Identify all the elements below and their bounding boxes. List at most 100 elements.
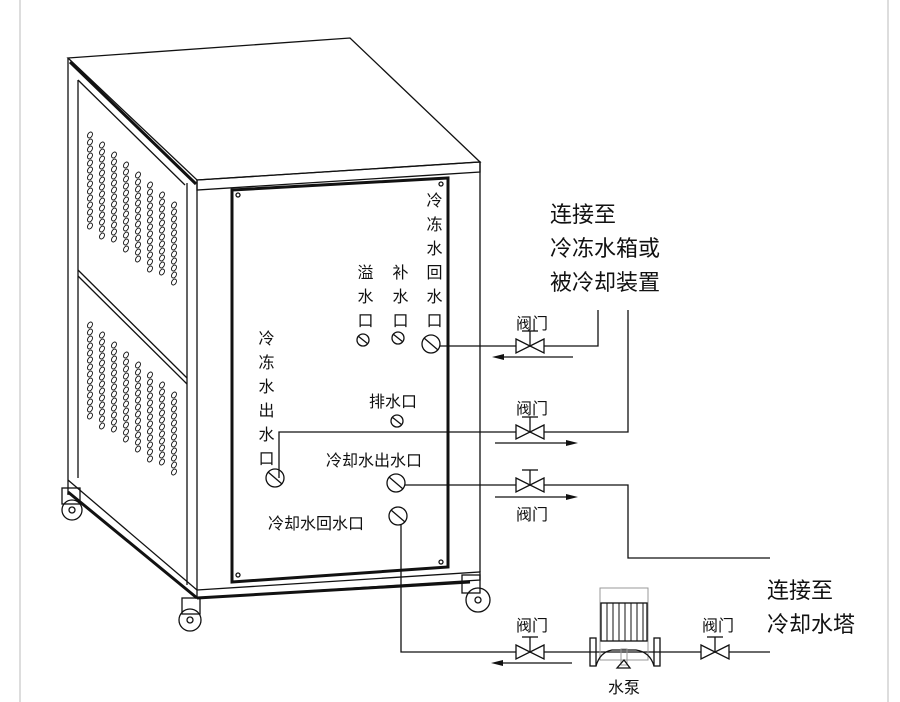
vent-slot <box>123 231 129 239</box>
vent-slot <box>87 412 93 420</box>
vent-slot <box>147 265 153 273</box>
vent-slot <box>135 213 141 221</box>
arrow-right-icon <box>566 440 578 446</box>
vent-slot <box>123 435 129 443</box>
vent-slot <box>171 454 177 462</box>
vent-slot <box>99 211 105 219</box>
arrow-left-icon <box>491 660 503 666</box>
vent-slot <box>147 195 153 203</box>
vent-slot <box>159 261 165 269</box>
vent-slot <box>99 218 105 226</box>
vent-slot <box>111 362 117 370</box>
vent-slot <box>87 201 93 209</box>
vent-slot <box>87 398 93 406</box>
vent-slot <box>147 455 153 463</box>
vent-slot <box>171 433 177 441</box>
vent-slot <box>111 348 117 356</box>
vent-slot <box>123 372 129 380</box>
vent-slot <box>159 458 165 466</box>
vent-slot <box>123 161 129 169</box>
vent-slot <box>99 148 105 156</box>
label-pump: 水泵 <box>608 678 640 697</box>
vent-slot <box>87 166 93 174</box>
caster-wheel <box>461 574 491 613</box>
vent-slot <box>135 375 141 383</box>
vent-slot <box>111 397 117 405</box>
vent-slot <box>159 198 165 206</box>
vent-slot <box>171 229 177 237</box>
vent-slot <box>123 182 129 190</box>
vent-slot <box>147 448 153 456</box>
vent-slot <box>123 400 129 408</box>
vent-slot <box>159 437 165 445</box>
vent-slot <box>159 416 165 424</box>
vent-slot <box>135 255 141 263</box>
vent-slot <box>87 405 93 413</box>
port-chilled-supply-icon <box>265 468 285 488</box>
vent-slot <box>111 193 117 201</box>
vent-slot <box>87 321 93 329</box>
vent-slot <box>99 338 105 346</box>
caster-wheel <box>178 597 202 632</box>
screw-icon <box>235 192 241 198</box>
vent-slot <box>171 419 177 427</box>
pipe-chilled-return <box>440 310 599 347</box>
valve-icon <box>515 416 545 441</box>
port-cooling-out-icon <box>386 473 406 493</box>
vent-slot <box>87 180 93 188</box>
vent-slot <box>135 368 141 376</box>
vent-slot <box>111 158 117 166</box>
vent-slot <box>111 151 117 159</box>
vent-slot <box>123 168 129 176</box>
connect-chilled-line-1: 连接至 <box>550 203 616 228</box>
vent-slot <box>123 379 129 387</box>
vent-slot <box>171 440 177 448</box>
vent-slot <box>111 186 117 194</box>
vent-slot <box>87 328 93 336</box>
vent-slot <box>147 202 153 210</box>
pipe-cooling-return <box>400 525 770 653</box>
vent-slot <box>99 176 105 184</box>
port-cooling-return-icon <box>388 506 408 526</box>
vent-slot <box>147 181 153 189</box>
vent-slot <box>99 225 105 233</box>
vent-slot <box>111 404 117 412</box>
label-chilled-return: 冷冻水回水口 <box>424 192 443 336</box>
label-valve: 阀门 <box>702 616 734 635</box>
vent-slot <box>123 358 129 366</box>
vent-slot <box>87 342 93 350</box>
vent-slot <box>135 382 141 390</box>
vent-slot <box>159 423 165 431</box>
vent-slot <box>123 428 129 436</box>
vent-slot <box>159 402 165 410</box>
vent-slot <box>111 341 117 349</box>
water-pump-icon <box>589 587 661 669</box>
vent-slot <box>135 361 141 369</box>
labels: 冷冻水回水口 溢水口 补水口 冷冻水出水口 排水口 冷却水出水口 冷却水回水口 … <box>256 192 856 697</box>
vent-slot <box>147 378 153 386</box>
vent-slot <box>171 264 177 272</box>
vent-slot <box>171 461 177 469</box>
vent-slot <box>135 206 141 214</box>
vent-slot <box>159 247 165 255</box>
vent-slot <box>135 396 141 404</box>
connect-tower-line-1: 连接至 <box>767 579 833 604</box>
vent-slot <box>111 221 117 229</box>
vent-slot <box>147 406 153 414</box>
vent-slot <box>171 222 177 230</box>
vent-slot <box>123 203 129 211</box>
vent-slot <box>87 194 93 202</box>
vent-slot <box>123 386 129 394</box>
vent-slot <box>147 413 153 421</box>
vent-slot <box>171 215 177 223</box>
chiller-cabinet <box>61 37 491 632</box>
arrow-right-icon <box>566 494 578 500</box>
vent-slot <box>159 233 165 241</box>
front-top-band <box>196 161 481 191</box>
cabinet-top <box>66 37 482 181</box>
vent-slot <box>135 248 141 256</box>
vent-slot <box>135 389 141 397</box>
vent-slot <box>135 220 141 228</box>
vent-slot <box>99 394 105 402</box>
